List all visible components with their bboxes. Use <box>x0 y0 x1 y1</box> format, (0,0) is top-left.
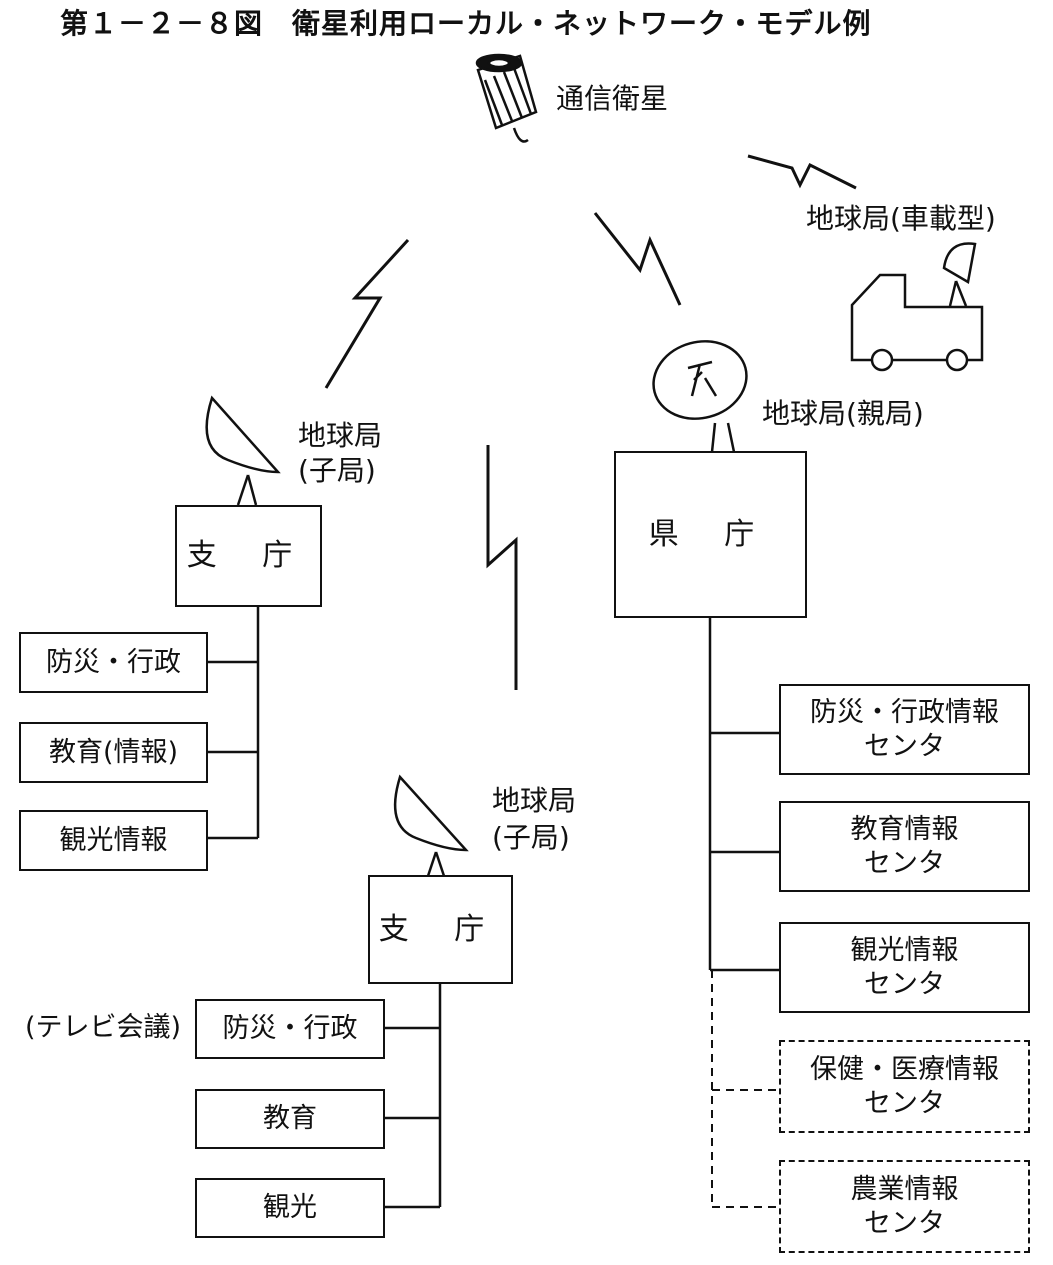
center-box: 観光情報 センタ <box>779 922 1030 1013</box>
center-suffix: センタ <box>864 1207 945 1239</box>
left-branch-item-label: 防災・行政 <box>46 646 181 678</box>
center-name: 農業情報 <box>850 1173 959 1205</box>
bottom-branch-item: 防災・行政 <box>195 999 385 1059</box>
prefecture-connector <box>708 617 780 972</box>
bottom-child-dish-icon <box>393 774 469 877</box>
bottom-branch-connector <box>384 983 442 1209</box>
left-branch-connector <box>207 606 260 840</box>
satellite-label: 通信衛星 <box>556 82 669 115</box>
parent-dish-icon <box>652 340 748 453</box>
bottom-child-station-label: 地球局 <box>492 784 577 817</box>
prefecture-planned-connector <box>711 970 780 1208</box>
parent-station-label: 地球局(親局) <box>762 397 924 430</box>
center-suffix: センタ <box>864 730 945 762</box>
bottom-branch-item-label: 防災・行政 <box>222 1013 358 1045</box>
center-suffix: センタ <box>864 968 945 1000</box>
left-branch-item: 観光情報 <box>19 810 208 871</box>
prefecture-office-box: 県 庁 <box>614 451 807 618</box>
satellite-icon <box>475 53 538 143</box>
bottom-branch-item-label: 教育 <box>263 1103 317 1135</box>
radio-link-left <box>324 238 410 389</box>
planned-center-box: 農業情報 センタ <box>779 1160 1030 1253</box>
center-suffix: センタ <box>864 1087 945 1119</box>
bottom-child-station-sublabel: (子局) <box>492 821 570 854</box>
bottom-branch-office-label: 支 庁 <box>378 911 503 947</box>
bottom-branch-item-label: 観光 <box>263 1192 317 1224</box>
center-suffix: センタ <box>864 847 945 879</box>
radio-link-vehicle <box>747 154 857 190</box>
left-child-dish-icon <box>205 395 281 506</box>
figure-title: 第１－２－８図 衛星利用ローカル・ネットワーク・モデル例 <box>60 7 872 40</box>
bottom-branch-item: 観光 <box>195 1178 385 1238</box>
left-child-station-label: 地球局 <box>298 419 383 452</box>
planned-center-box: 保健・医療情報 センタ <box>779 1040 1030 1133</box>
radio-link-parent <box>593 212 682 306</box>
center-name: 観光情報 <box>850 934 959 966</box>
left-child-station-sublabel: (子局) <box>298 454 376 487</box>
vehicle-station-label: 地球局(車載型) <box>806 202 996 235</box>
left-branch-office-label: 支 庁 <box>186 538 311 574</box>
prefecture-office-label: 県 庁 <box>648 516 773 552</box>
center-name: 保健・医療情報 <box>810 1053 999 1085</box>
left-branch-item-label: 観光情報 <box>59 824 168 856</box>
left-branch-item-label: 教育(情報) <box>48 736 179 768</box>
radio-link-bottom <box>486 445 518 690</box>
center-name: 教育情報 <box>850 813 959 845</box>
center-box: 教育情報 センタ <box>779 801 1030 892</box>
left-branch-item: 教育(情報) <box>19 722 208 783</box>
tv-conference-note: (テレビ会議) <box>25 1012 182 1043</box>
vehicle-station-icon <box>850 242 984 372</box>
bottom-branch-item: 教育 <box>195 1089 385 1149</box>
center-box: 防災・行政情報 センタ <box>779 684 1030 775</box>
center-name: 防災・行政情報 <box>810 696 999 728</box>
bottom-branch-office-box: 支 庁 <box>368 875 513 984</box>
left-branch-office-box: 支 庁 <box>175 505 322 607</box>
left-branch-item: 防災・行政 <box>19 632 208 693</box>
